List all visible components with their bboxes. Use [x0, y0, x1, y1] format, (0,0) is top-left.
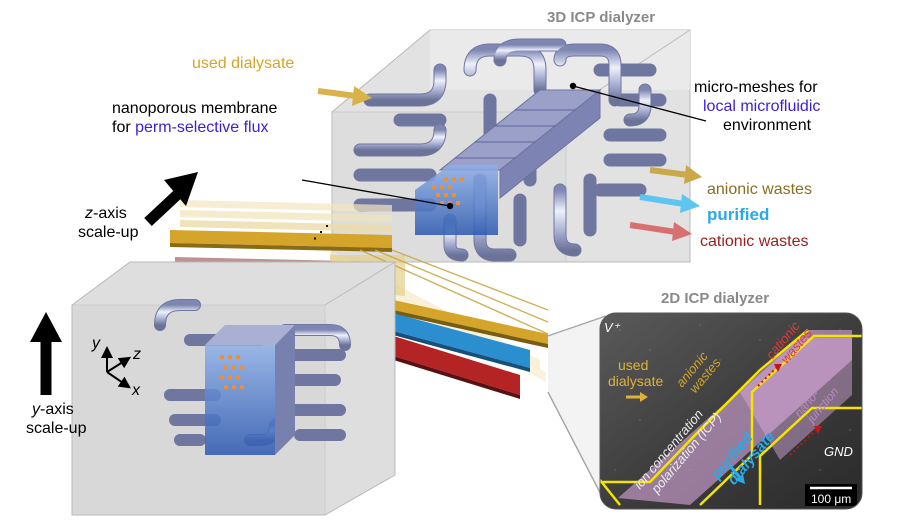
label-y-axis-scale-up: y-axis scale-up	[26, 401, 87, 437]
nanoporous-dot	[446, 202, 454, 210]
label-micro-meshes: micro-meshes for local microfluidic envi…	[694, 79, 820, 134]
svg-text:micro-meshes for: micro-meshes for	[694, 79, 818, 96]
stacked-layers	[170, 200, 392, 270]
micrograph-2d: V⁺ GND used dialysate anionic wastes cat…	[600, 313, 862, 509]
svg-text:nanoporous membrane: nanoporous membrane	[112, 100, 278, 117]
label-anionic-wastes: anionic wastes	[707, 181, 812, 198]
svg-text:for perm-selective flux: for perm-selective flux	[112, 119, 269, 136]
nanoporous-membrane-3d	[415, 165, 498, 235]
ellipsis-upper: ⋰	[312, 222, 330, 242]
micro-mesh-tubes-lower	[154, 299, 351, 455]
nanoporous-leader-line	[301, 179, 451, 207]
label-z-axis-scale-up: z-axis scale-up	[78, 205, 139, 241]
cationic-wastes-arrow	[629, 222, 692, 241]
anionic-wastes-arrow	[649, 165, 702, 184]
title-3d-dialyzer: 3D ICP dialyzer	[547, 9, 655, 26]
used-dialysate-arrow	[317, 86, 372, 106]
svg-text:environment: environment	[723, 117, 812, 134]
axis-label-y: y	[91, 335, 101, 352]
nanoporous-membrane-lower	[205, 345, 275, 455]
label-used-dialysate: used dialysate	[192, 55, 294, 72]
purified-arrow	[639, 194, 700, 213]
z-axis-scaleup-arrow	[144, 172, 198, 227]
y-axis-scaleup-arrow	[30, 312, 62, 395]
label-used-dialysate-2d: used	[618, 357, 648, 373]
svg-text:scale-up: scale-up	[26, 420, 87, 437]
svg-text:z-axis: z-axis	[84, 205, 127, 222]
label-cationic-wastes: cationic wastes	[700, 233, 809, 250]
scale-bar-label: 100 μm	[811, 492, 851, 506]
micrograph-frame	[599, 312, 863, 510]
xyz-axis-triad	[101, 346, 132, 389]
svg-text:dialysate: dialysate	[608, 373, 663, 389]
svg-text:local microfluidic: local microfluidic	[703, 98, 820, 115]
axis-label-z: z	[132, 346, 141, 363]
axis-label-x: x	[131, 382, 141, 399]
label-purified: purified	[707, 205, 769, 224]
micromesh-dot	[569, 82, 577, 90]
title-2d-dialyzer: 2D ICP dialyzer	[661, 290, 769, 307]
label-v-plus: V⁺	[604, 320, 621, 335]
svg-text:y-axis: y-axis	[31, 401, 74, 418]
label-gnd: GND	[824, 444, 853, 459]
svg-text:scale-up: scale-up	[78, 224, 139, 241]
label-nanoporous-membrane: nanoporous membrane for perm-selective f…	[112, 100, 278, 136]
zoom-connector	[547, 315, 607, 505]
micromesh-leader-line	[572, 85, 707, 122]
